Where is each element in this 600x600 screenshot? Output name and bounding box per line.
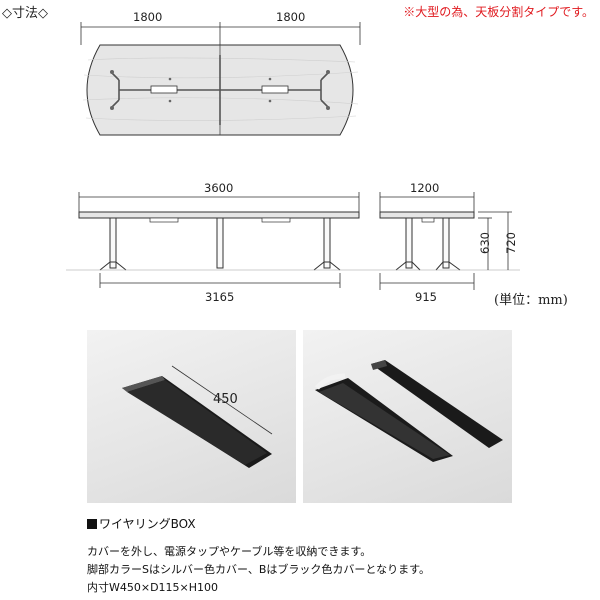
unit-label: (単位：mm): [494, 293, 568, 308]
dim-side-width: 1200: [410, 181, 440, 195]
desc-line-1: カバーを外し、電源タップやケーブル等を収納できます。: [87, 545, 372, 558]
desc-line-2: 脚部カラーSはシルバー色カバー、Bはブラック色カバーとなります。: [87, 563, 430, 576]
dim-front-width: 3600: [204, 181, 234, 195]
section-heading: ワイヤリングBOX: [87, 515, 196, 532]
dim-side-leg-span: 915: [415, 290, 437, 304]
dim-top-left: 1800: [133, 10, 163, 24]
section-title: ◇寸法◇: [2, 6, 48, 21]
plan-view: [82, 44, 359, 136]
photo-dim-label: 450: [213, 392, 238, 407]
front-elevation: [66, 211, 372, 271]
photo-wiring-box-open: [303, 330, 512, 503]
square-bullet-icon: [87, 519, 97, 529]
dim-top-right: 1800: [276, 10, 306, 24]
dim-height-720: 720: [503, 232, 518, 254]
note-text: ※大型の為、天板分割タイプです。: [403, 5, 594, 19]
dim-height-630: 630: [477, 232, 492, 254]
side-elevation: [372, 211, 520, 271]
section-heading-text: ワイヤリングBOX: [99, 517, 196, 531]
photo-wiring-box-closed: 450: [87, 330, 296, 503]
desc-line-3: 内寸W450×D115×H100: [87, 581, 219, 594]
dimension-drawing: [66, 22, 520, 290]
dim-leg-span: 3165: [205, 290, 235, 304]
